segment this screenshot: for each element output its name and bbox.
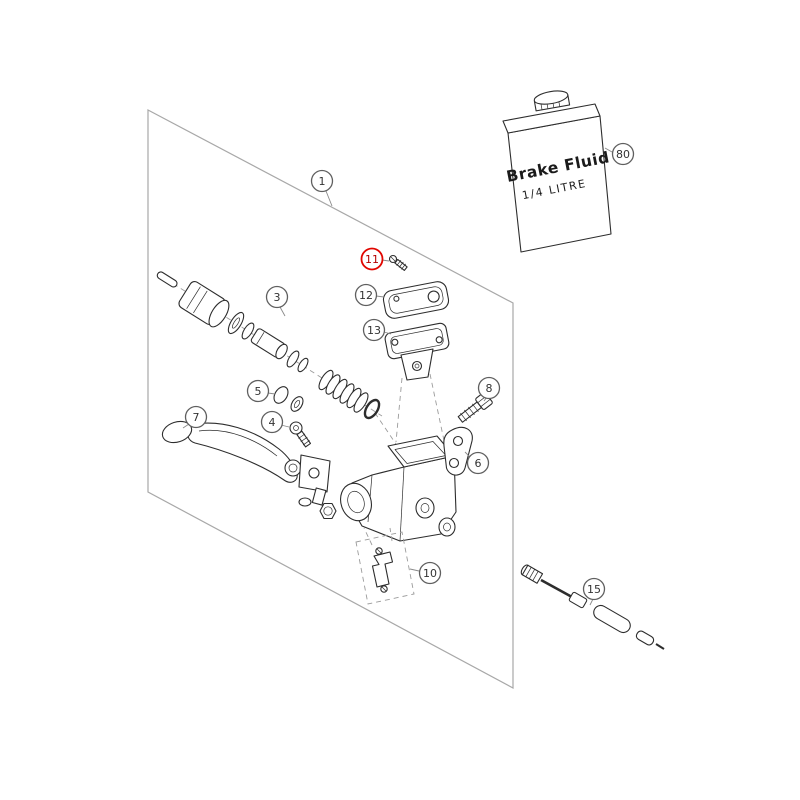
leader-line-3 bbox=[279, 306, 286, 317]
brake-fluid-bottle: Brake Fluid 1/4 LITRE bbox=[502, 90, 612, 253]
diagram-frame bbox=[147, 109, 514, 690]
leader-line-6 bbox=[464, 451, 471, 458]
balloon-circle-11 bbox=[360, 247, 384, 271]
master-cylinder-body bbox=[340, 435, 457, 542]
balloon-circle-12 bbox=[354, 283, 378, 307]
part-label-5: 5 bbox=[246, 379, 276, 403]
balloon-circle-10 bbox=[418, 561, 442, 585]
balloon-circle-7 bbox=[184, 405, 208, 429]
part-label-3: 3 bbox=[265, 285, 289, 317]
part-3-cup bbox=[297, 357, 309, 373]
part-3-spring bbox=[318, 369, 369, 413]
leader-line-13 bbox=[383, 331, 392, 335]
part-3-boot bbox=[178, 281, 230, 328]
leader-line-5 bbox=[267, 392, 276, 395]
balloon-number-3: 3 bbox=[274, 291, 281, 304]
part-label-15: 15 bbox=[582, 577, 606, 606]
balloon-number-13: 13 bbox=[367, 324, 381, 337]
part-4-pivot-screw bbox=[289, 421, 312, 448]
part-label-8: 8 bbox=[477, 376, 501, 402]
balloon-number-4: 4 bbox=[269, 416, 276, 429]
part-15-brake-hose bbox=[520, 564, 665, 650]
leader-line-1 bbox=[325, 190, 333, 207]
leader-line-10 bbox=[409, 568, 420, 572]
balloon-number-7: 7 bbox=[193, 411, 200, 424]
part-3-piston bbox=[250, 328, 288, 360]
balloon-number-15: 15 bbox=[587, 583, 601, 596]
part-label-12: 12 bbox=[354, 283, 385, 307]
balloon-circle-13 bbox=[362, 318, 386, 342]
part-label-10: 10 bbox=[409, 561, 442, 585]
leader-line-12 bbox=[375, 295, 385, 298]
part-6-handlebar-clamp bbox=[443, 426, 473, 476]
balloon-circle-80 bbox=[611, 142, 635, 166]
part-3-piston-repair-kit bbox=[156, 271, 381, 420]
part-10-stoplight-switch bbox=[355, 527, 415, 605]
balloon-circle-3 bbox=[265, 285, 289, 309]
part-3-pin bbox=[156, 271, 178, 288]
part-label-13: 13 bbox=[362, 318, 392, 342]
leader-line-80 bbox=[604, 147, 613, 153]
part-label-11-highlighted: 11 bbox=[360, 247, 390, 271]
part-11-cover-screw bbox=[388, 254, 408, 271]
balloon-number-10: 10 bbox=[423, 567, 437, 580]
part-label-4: 4 bbox=[260, 410, 290, 434]
balloon-number-5: 5 bbox=[255, 385, 262, 398]
part-3-seal bbox=[286, 350, 300, 368]
bottle-cap bbox=[533, 90, 571, 112]
part-5-circlip-washer bbox=[273, 386, 304, 412]
assembly-axis-dashed-lines bbox=[157, 273, 447, 451]
part-7-brake-lever bbox=[161, 420, 337, 520]
balloon-circle-5 bbox=[246, 379, 270, 403]
balloon-number-6: 6 bbox=[475, 457, 482, 470]
balloon-number-1: 1 bbox=[319, 175, 326, 188]
balloon-circle-6 bbox=[466, 451, 490, 475]
part-label-80: 80 bbox=[604, 142, 635, 166]
part-label-7: 7 bbox=[182, 405, 208, 429]
balloon-number-80: 80 bbox=[616, 148, 630, 161]
bottle-top-face bbox=[502, 103, 601, 134]
balloon-circle-1 bbox=[310, 169, 334, 193]
part-3-washer-2 bbox=[241, 322, 255, 340]
balloon-number-12: 12 bbox=[359, 289, 373, 302]
balloon-number-11: 11 bbox=[365, 253, 379, 266]
balloon-circle-15 bbox=[582, 577, 606, 601]
part-3-o-ring bbox=[363, 398, 381, 420]
balloon-number-8: 8 bbox=[486, 382, 493, 395]
balloon-circle-8 bbox=[477, 376, 501, 400]
part-label-1: 1 bbox=[310, 169, 334, 207]
balloon-circle-4 bbox=[260, 410, 284, 434]
part-label-6: 6 bbox=[464, 451, 490, 475]
part-12-reservoir-cover bbox=[382, 281, 450, 319]
part-13-diaphragm-plate bbox=[384, 322, 450, 381]
